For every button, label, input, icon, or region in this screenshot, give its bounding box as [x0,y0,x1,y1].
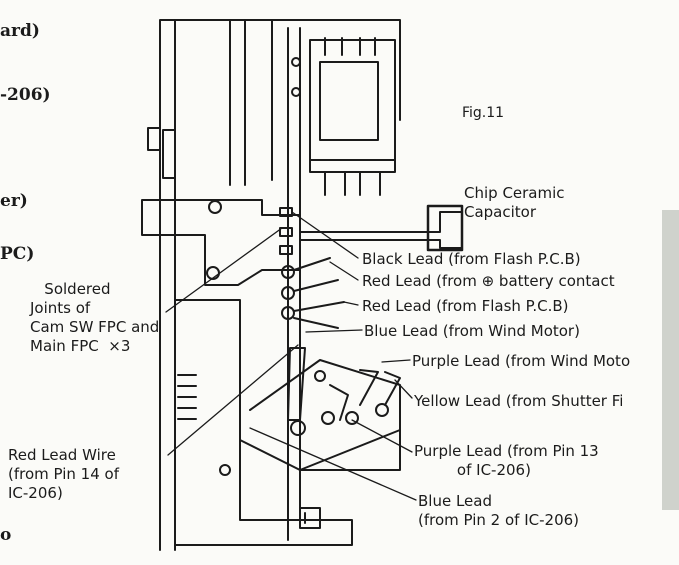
lower-body [174,299,401,546]
main-plate [141,199,463,286]
leader-blue-pin2 [249,427,417,501]
arm-mid [329,384,349,421]
arm-left [287,347,306,421]
label-purple-lead-wind: Purple Lead (from Wind Moto [412,352,631,370]
label-purple-lead-pin13: Purple Lead (from Pin 13 of IC-206) [414,442,599,479]
plate-hole [208,200,222,214]
frame-right-wall [287,27,301,541]
upper-posts [324,37,376,56]
rail-bars [309,159,396,196]
label-black-lead: Black Lead (from Flash P.C.B) [362,250,581,268]
scan-edge [662,210,679,510]
leader-purple-pin13 [351,419,413,453]
label-blue-lead-pin2: Blue Lead (from Pin 2 of IC-206) [418,492,580,529]
leader-red-wire [167,344,299,456]
lead-wires [293,257,345,329]
leader-red-flash [343,301,359,306]
label-red-lead-flash: Red Lead (from Flash P.C.B) [362,297,569,315]
leader-purple-wind [381,359,411,363]
leader-blue-wind [305,329,363,333]
terminal-2 [281,286,295,300]
terminal-1 [281,265,295,279]
lower-hole [219,464,231,476]
side-knob [147,127,176,179]
side-grille [177,374,197,420]
leader-soldered [165,227,283,313]
arm-right [359,369,401,406]
upper-block [309,39,396,161]
figure-label: Fig.11 [462,105,505,121]
upper-hole-1 [291,57,301,67]
frame-left-post [159,19,176,551]
leader-black [291,211,359,259]
leader-red-battery [329,261,359,281]
solder-pads [279,207,293,255]
pivot-1 [290,420,306,436]
pivot-5 [314,370,326,382]
label-red-lead-battery: Red Lead (from ⊕ battery contact [362,272,615,290]
cutoff-text-5: o [0,525,12,545]
cutoff-text-2: -206) [0,85,51,105]
base-slot [299,507,321,529]
capacitor-body [426,204,464,252]
terminal-3 [281,306,295,320]
cutoff-text-1: ard) [0,21,40,41]
label-yellow-lead: Yellow Lead (from Shutter Fi [414,392,624,410]
frame-inner-post [229,19,246,186]
cutoff-text-3: er) [0,191,28,211]
label-red-lead-wire: Red Lead Wire (from Pin 14 of IC-206) [8,446,119,502]
label-chip-capacitor: Chip Ceramic Capacitor [464,184,565,221]
label-soldered-joints: Soldered Joints of Cam SW FPC and Main F… [30,280,160,355]
pivot-4 [375,403,389,417]
label-blue-lead-wind: Blue Lead (from Wind Motor) [364,322,580,340]
frame-top [174,19,401,181]
upper-hole-2 [291,87,301,97]
leader-yellow [394,379,413,399]
pivot-2 [321,411,335,425]
upper-window [319,61,379,141]
cutoff-text-4: PC) [0,244,35,264]
pivot-3 [345,411,359,425]
